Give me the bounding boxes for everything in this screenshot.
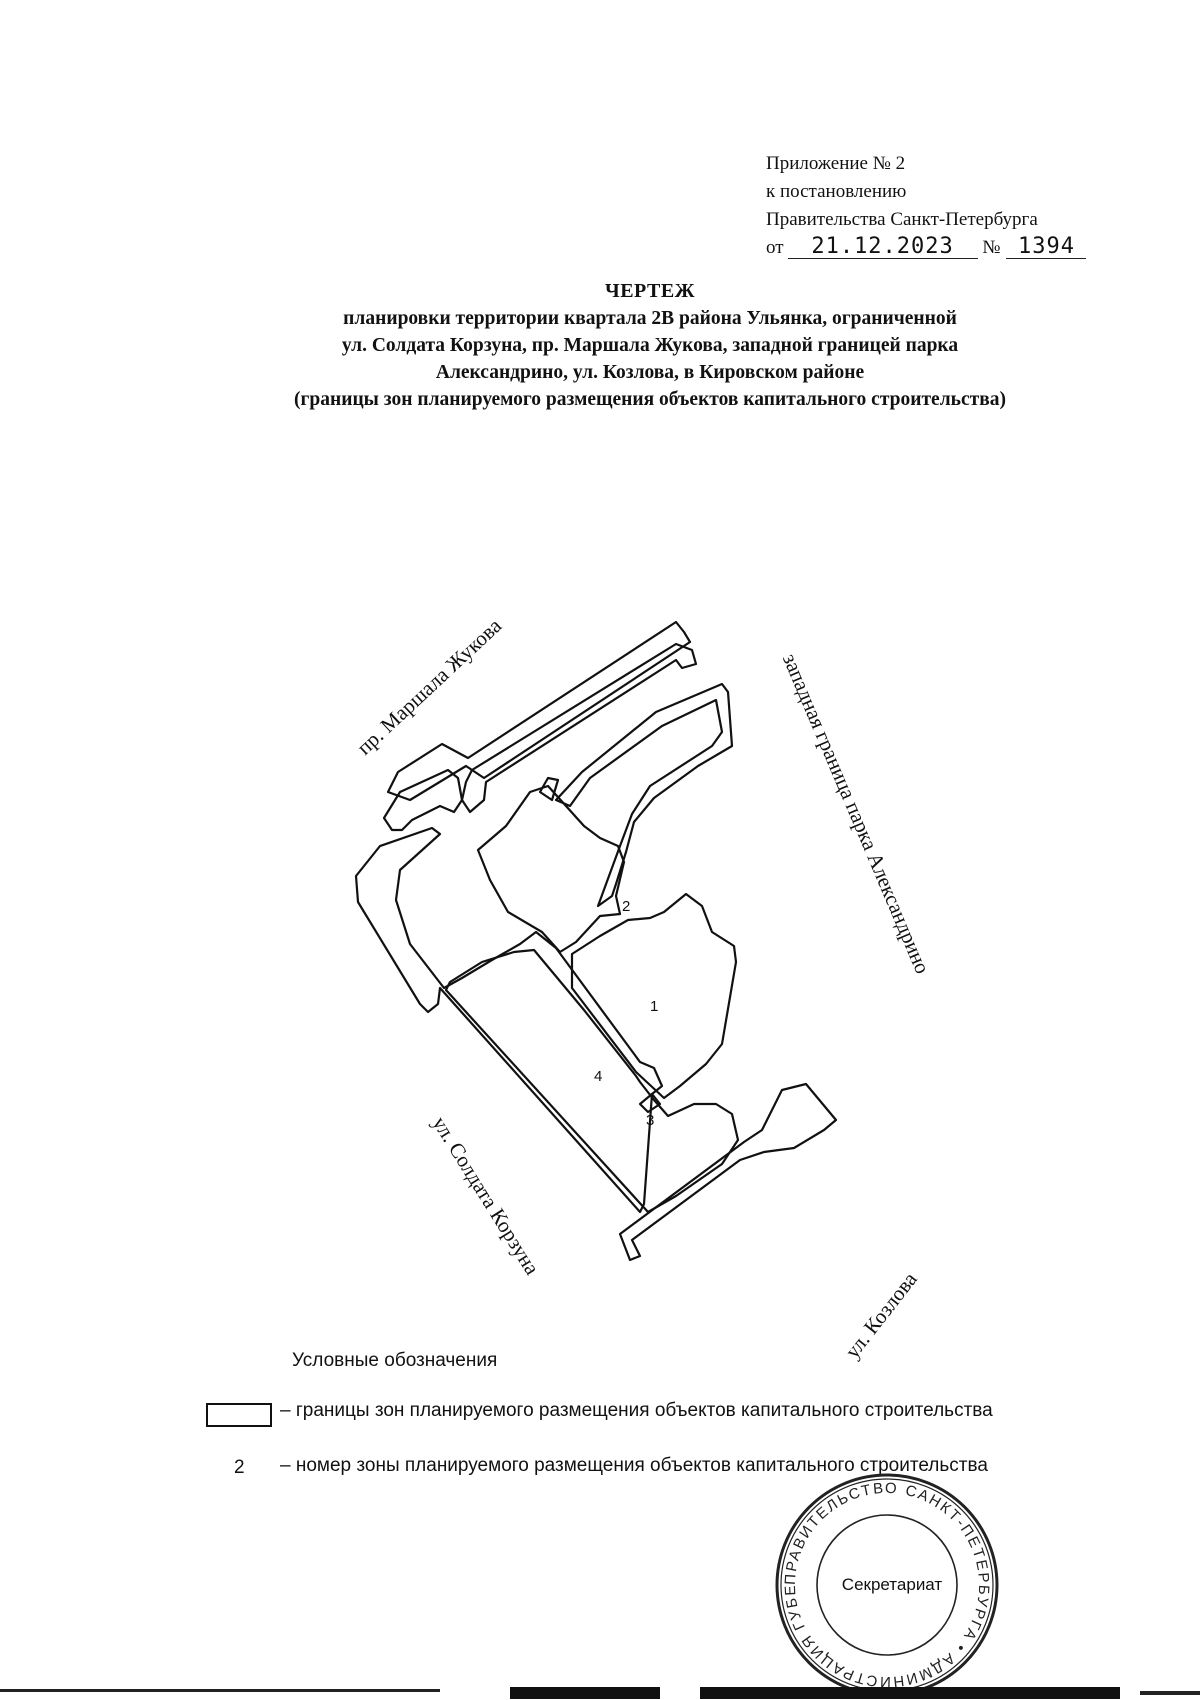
resolution-number: 1394 [1006,236,1087,259]
title-line-4: (границы зон планируемого размещения объ… [294,389,1006,410]
zone-label-1: 1 [650,998,659,1015]
appendix-line-2: к постановлению [766,181,907,202]
title-main: ЧЕРТЕЖ [605,280,695,302]
appendix-header: Приложение № 2 к постановлению Правитель… [766,150,1087,262]
north-east-band [554,682,734,908]
zone-2-block [476,784,626,954]
seal-center-text: Секретариат [841,1575,943,1594]
zone-1-block [570,892,738,1100]
zone-4-block [444,948,740,1214]
legend-item-zone-number: – номер зоны планируемого размещения объ… [280,1455,988,1476]
left-hook [382,768,464,832]
zone-label-2: 2 [622,898,631,915]
appendix-line-1: Приложение № 2 [766,153,906,174]
legend-title: Условные обозначения [292,1350,498,1371]
zone-label-3: 3 [646,1112,655,1129]
scan-bottom-border [0,1687,1200,1699]
number-label: № [982,237,1001,258]
legend-item-boundary: – границы зон планируемого размещения об… [280,1400,993,1421]
resolution-date: 21.12.2023 [787,236,978,259]
legend-zone-number-sample: 2 [234,1457,245,1478]
western-outline [354,826,664,1214]
south-east-block [618,1082,838,1262]
from-label: от [766,237,784,258]
title-line-2: ул. Солдата Корзуна, пр. Маршала Жукова,… [341,335,959,356]
official-seal: ПРАВИТЕЛЬСТВО САНКТ-ПЕТЕРБУРГА • АДМИНИС… [772,1470,999,1697]
document-title: ЧЕРТЕЖ планировки территории квартала 2В… [190,278,1110,413]
appendix-line-3: Правительства Санкт-Петербурга [766,209,1038,230]
zhukova-strip-inner [460,642,698,814]
zone-3-block [638,1092,662,1114]
zhukova-strip-outer [386,620,692,802]
legend-boundary-swatch [206,1403,272,1427]
small-building [538,776,560,802]
title-line-3: Александрино, ул. Козлова, в Кировском р… [435,362,865,383]
title-line-1: планировки территории квартала 2В района… [343,308,957,329]
zone-label-4: 4 [594,1068,603,1085]
